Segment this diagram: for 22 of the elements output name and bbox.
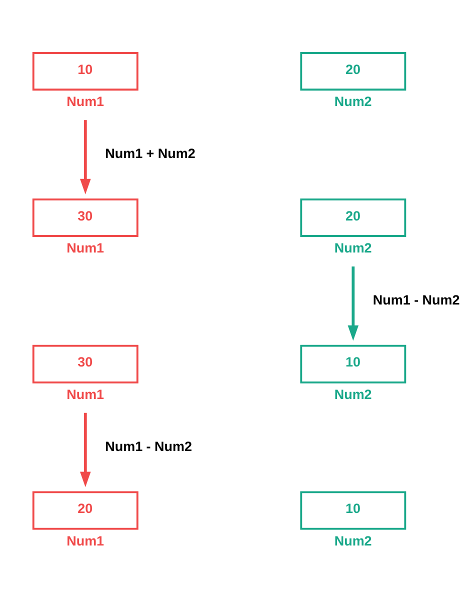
node-label: Num1 (66, 240, 104, 256)
node-box: 10 (32, 52, 138, 90)
arrow (348, 266, 359, 340)
node-label: Num2 (334, 386, 372, 402)
edge-label: Num1 + Num2 (105, 146, 196, 161)
node-label: Num2 (334, 532, 372, 548)
node-box: 30 (32, 198, 138, 236)
node-box: 30 (32, 344, 138, 383)
node-label: Num1 (66, 386, 104, 402)
arrow (80, 120, 91, 194)
edge-label: Num1 - Num2 (105, 438, 192, 454)
node-label: Num1 (66, 532, 104, 548)
node-box: 20 (300, 198, 406, 236)
edge-label: Num1 - Num2 (372, 292, 460, 308)
node-label: Num1 (66, 94, 104, 109)
node-label: Num2 (334, 240, 372, 256)
node-box: 10 (300, 490, 406, 530)
node-box: 20 (300, 52, 406, 90)
node-label: Num2 (334, 94, 372, 109)
arrow (80, 412, 91, 487)
node-box: 20 (32, 490, 138, 530)
node-box: 10 (300, 344, 406, 383)
